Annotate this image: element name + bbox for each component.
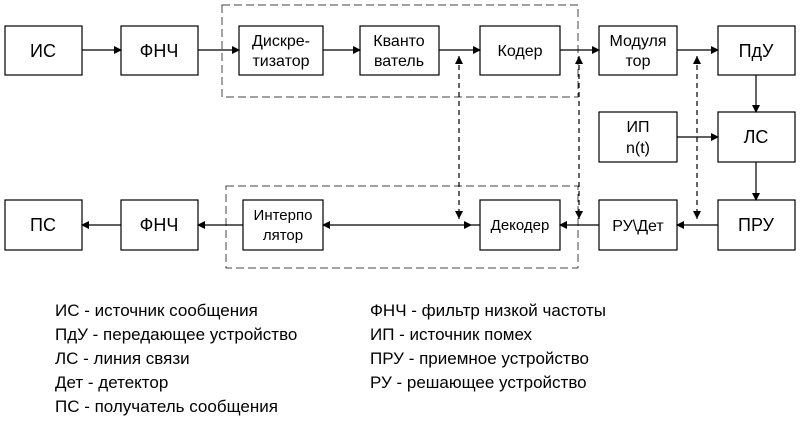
block-ps: ПС <box>4 199 83 251</box>
block-decoder: Декодер <box>479 199 561 251</box>
block-fnch-tx: ФНЧ <box>120 25 199 76</box>
block-modulator-label-2: тор <box>626 53 651 70</box>
block-is: ИС <box>4 25 83 76</box>
sync-arrowhead-top-mid <box>575 56 583 64</box>
block-pdu: ПдУ <box>717 25 796 76</box>
sync-arrowhead-to-decoder <box>464 221 472 229</box>
block-ru-det-label: РУ\Дет <box>612 218 664 235</box>
receiver-dac-group <box>225 185 579 269</box>
block-coder: Кодер <box>479 25 561 76</box>
sync-arrowhead-bottom-mid <box>575 211 583 219</box>
block-quantizer-label-2: ватель <box>374 53 424 70</box>
block-ls: ЛС <box>717 111 796 163</box>
transmitter-adc-group <box>221 4 579 98</box>
block-quantizer: Кванто ватель <box>359 25 440 76</box>
block-interpolator-label-1: Интерпо <box>254 207 313 224</box>
block-discretizer-label-2: тизатор <box>252 53 309 70</box>
block-fnch-rx-label: ФНЧ <box>140 215 179 235</box>
block-ip-label-1: ИП <box>627 119 650 136</box>
block-ip: ИП n(t) <box>598 111 678 163</box>
block-pdu-label: ПдУ <box>739 41 774 61</box>
block-fnch-tx-label: ФНЧ <box>140 41 179 61</box>
block-quantizer-label-1: Кванто <box>373 33 425 50</box>
block-pru: ПРУ <box>717 199 796 251</box>
block-interpolator-label-2: лятор <box>263 227 303 244</box>
block-modulator: Модуля тор <box>598 25 678 76</box>
block-decoder-label: Декодер <box>491 217 550 234</box>
block-discretizer: Дискре- тизатор <box>238 25 324 76</box>
block-ls-label: ЛС <box>744 127 769 147</box>
sync-arrowhead-top-left <box>455 56 463 64</box>
block-ip-label-2: n(t) <box>626 140 650 157</box>
block-fnch-rx: ФНЧ <box>120 199 199 251</box>
block-interpolator: Интерпо лятор <box>242 199 324 251</box>
sync-arrowhead-top-right <box>693 56 701 64</box>
block-is-label: ИС <box>30 41 56 61</box>
sync-arrowhead-bottom-right <box>693 211 701 219</box>
block-discretizer-label-1: Дискре- <box>252 33 310 50</box>
block-coder-label: Кодер <box>498 43 543 60</box>
block-pru-label: ПРУ <box>738 215 775 235</box>
block-modulator-label-1: Модуля <box>609 33 666 50</box>
sync-arrowhead-bottom-left <box>455 211 463 219</box>
block-ps-label: ПС <box>30 215 56 235</box>
block-ru-det: РУ\Дет <box>598 199 678 251</box>
